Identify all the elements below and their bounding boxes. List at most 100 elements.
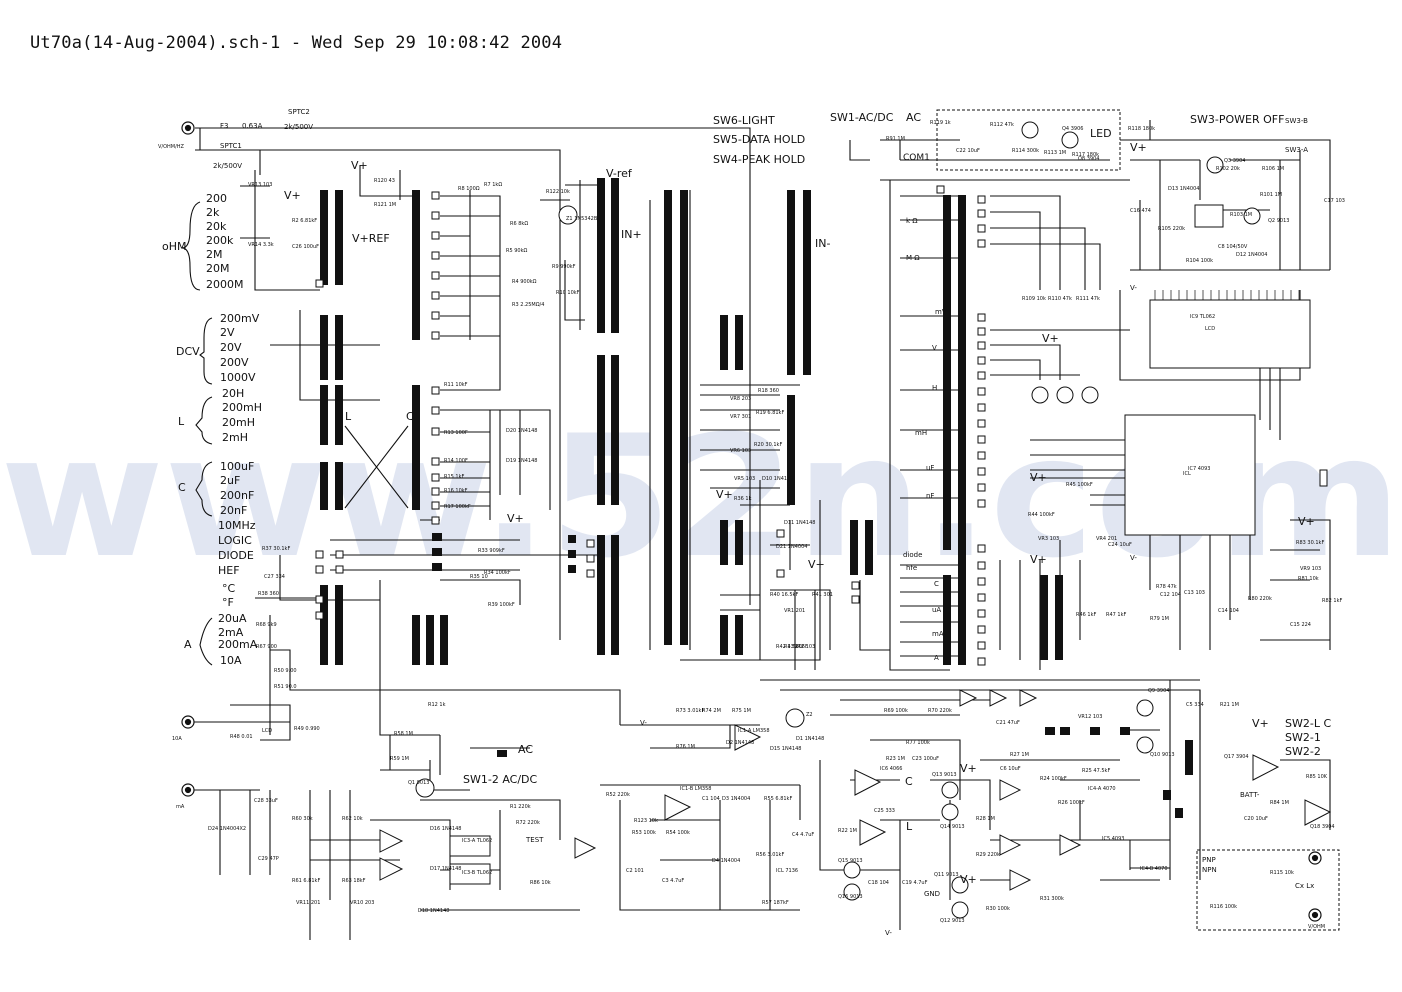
component-label-128: D1 1N4148 xyxy=(796,736,824,742)
component-label-145: Z2 xyxy=(806,712,813,718)
component-label-155: Q13 9013 xyxy=(932,772,957,778)
component-label-46: R48 0.01 xyxy=(230,734,253,740)
led-label: LED xyxy=(1090,127,1112,140)
a-range-1: 2mA xyxy=(218,626,244,639)
sw3b-label: SW3-B xyxy=(1285,117,1308,125)
function-label-8: diode xyxy=(903,551,922,559)
component-label-67: R73 3.01kF xyxy=(676,708,704,714)
op-amps xyxy=(379,689,1332,891)
input-jacks xyxy=(181,121,1322,922)
component-label-164: IC3-B TL062 xyxy=(462,870,492,876)
component-label-151: Q9 3904 xyxy=(1148,688,1169,694)
terminal-ma: mA xyxy=(176,804,185,810)
net-vplus-10: V+ xyxy=(1298,515,1315,528)
component-label-118: C20 10uF xyxy=(1244,816,1268,822)
component-label-141: D20 1N4148 xyxy=(506,428,537,434)
component-label-179: VR7 301 xyxy=(730,414,751,420)
switch-contacts xyxy=(315,178,1328,818)
a-range-0: 20uA xyxy=(218,612,247,625)
sw21-label: SW2-1 xyxy=(1285,731,1321,744)
component-label-1: R2 6.81kF xyxy=(292,218,317,224)
net-vplus-2: V+ xyxy=(284,189,301,202)
component-label-78: R84 1M xyxy=(1270,800,1289,806)
function-label-1: M Ω xyxy=(906,254,920,262)
function-label-5: mH xyxy=(915,429,927,437)
component-label-124: C26 100uF xyxy=(292,244,319,250)
component-label-39: R41 301 xyxy=(812,592,833,598)
component-label-102: R123 10k xyxy=(634,818,658,824)
dcv-range-1: 2V xyxy=(220,326,235,339)
component-label-69: R75 1M xyxy=(732,708,751,714)
component-label-101: R122 10k xyxy=(546,189,570,195)
component-label-113: C15 224 xyxy=(1290,622,1311,628)
component-label-116: C18 104 xyxy=(868,880,889,886)
l-range-2: 20mH xyxy=(222,416,255,429)
component-label-57: R59 1M xyxy=(390,756,409,762)
component-label-26: R27 1M xyxy=(1010,752,1029,758)
terminal-cxlx: Cx Lx xyxy=(1295,882,1314,890)
fuse-f3-value: 0.63A xyxy=(242,122,263,130)
sw2lc-label: SW2-L C xyxy=(1285,717,1331,730)
component-label-121: C23 100uF xyxy=(912,756,939,762)
fuse-labels: F3 0.63A SPTC2 2k/500V SPTC1 2k/500V xyxy=(213,108,313,170)
component-label-97: R118 180k xyxy=(1128,126,1155,132)
function-label-10: C xyxy=(934,580,939,588)
component-label-7: R8 100Ω xyxy=(458,186,480,192)
function-label-11: uA xyxy=(932,606,941,614)
component-label-110: C12 104 xyxy=(1160,592,1181,598)
component-label-157: Q15 9013 xyxy=(838,858,863,864)
component-label-68: R74 2M xyxy=(702,708,721,714)
component-label-163: IC3-A TL062 xyxy=(462,838,492,844)
component-label-181: VR9 103 xyxy=(1300,566,1321,572)
ohm-group-label: oHM xyxy=(162,240,187,253)
component-label-162: IC1-B LM358 xyxy=(680,786,711,792)
function-label-6: uF xyxy=(926,464,934,472)
sw3a-label: SW3-A xyxy=(1285,146,1308,154)
component-label-59: R61 6.81kF xyxy=(292,878,320,884)
component-label-81: R91 1M xyxy=(886,136,905,142)
dcv-range-2: 20V xyxy=(220,341,242,354)
component-label-48: R50 9.00 xyxy=(274,668,297,674)
component-label-70: R76 1M xyxy=(676,744,695,750)
fuse-f3: F3 xyxy=(220,122,228,130)
component-label-71: R77 100k xyxy=(906,740,930,746)
component-label-75: R81 10k xyxy=(1298,576,1319,582)
component-label-169: IC7 4093 xyxy=(1188,466,1210,472)
sw4-label: SW4-PEAK HOLD xyxy=(713,153,805,166)
net-inplus: IN+ xyxy=(621,228,642,241)
component-label-31: R33 909kF xyxy=(478,548,505,554)
l-range-1: 200mH xyxy=(222,401,262,414)
fuse-sptc2: SPTC2 xyxy=(288,108,310,116)
component-label-93: R114 300k xyxy=(1012,148,1039,154)
component-label-95: R116 100k xyxy=(1210,904,1237,910)
component-label-40: R42 1.5k xyxy=(776,644,798,650)
component-label-11: R12 1k xyxy=(428,702,446,708)
component-label-106: C4 4.7uF xyxy=(792,832,814,838)
function-label-13: A xyxy=(934,654,939,662)
net-vplus-7: V+ xyxy=(1030,471,1047,484)
net-vref: V-ref xyxy=(606,167,633,180)
component-label-44: R46 1kF xyxy=(1076,612,1097,618)
component-label-88: R109 10k xyxy=(1022,296,1046,302)
component-label-60: R62 10k xyxy=(342,816,363,822)
component-label-50: R52 220k xyxy=(606,792,630,798)
component-label-85: R104 100k xyxy=(1186,258,1213,264)
component-label-161: IC1-A LM358 xyxy=(738,728,770,734)
sw5-label: SW5-DATA HOLD xyxy=(713,133,805,146)
component-label-18: R19 6.81kF xyxy=(756,410,784,416)
component-label-130: D3 1N4004 xyxy=(722,796,750,802)
component-label-183: VR11 201 xyxy=(296,900,320,906)
component-label-123: C25 333 xyxy=(874,808,895,814)
component-label-111: C13 103 xyxy=(1184,590,1205,596)
sw1-label: SW1-AC/DC xyxy=(830,111,894,124)
net-vminus-1: V- xyxy=(640,719,647,727)
net-labels: V-ref V+REF IN+ IN- V+ V+ V+ V+ V+ V+ V+… xyxy=(284,141,1315,937)
l-range-3: 2mH xyxy=(222,431,248,444)
misc-range-3: HEF xyxy=(218,564,240,577)
component-label-42: R44 100kF xyxy=(1028,512,1055,518)
component-label-16: R17 100kF xyxy=(444,504,471,510)
misc-range-1: LOGIC xyxy=(218,534,252,547)
fuse-sptc1: SPTC1 xyxy=(220,142,242,150)
component-label-19: R20 30.1kF xyxy=(754,442,782,448)
